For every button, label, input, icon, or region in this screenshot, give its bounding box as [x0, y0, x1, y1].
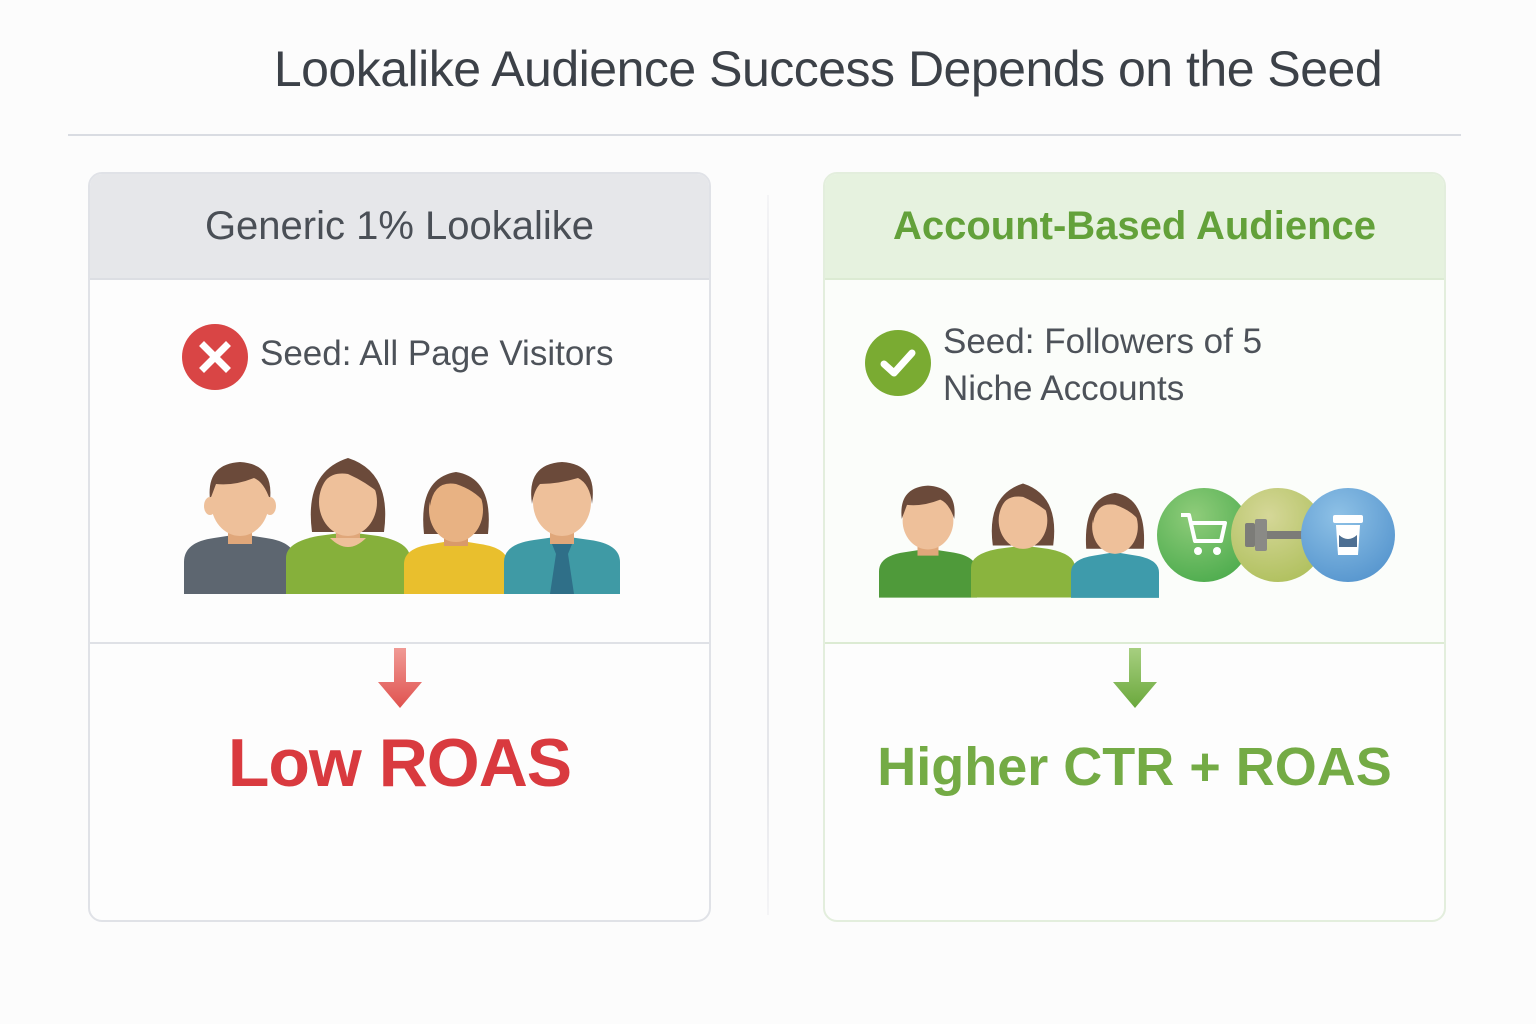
person-icon [971, 483, 1075, 598]
center-divider [767, 195, 769, 915]
seed-label-line2: Niche Accounts [943, 369, 1185, 408]
seed-row: Seed: Followers of 5 Niche Accounts [865, 322, 1262, 412]
person-icon [184, 462, 296, 594]
seed-label: Seed: All Page Visitors [260, 334, 614, 373]
arrow-down-icon [377, 648, 422, 708]
arrow-down-icon [1112, 648, 1157, 708]
page-title: Lookalike Audience Success Depends on th… [273, 41, 1383, 97]
person-icon [404, 472, 508, 594]
x-circle-icon [182, 324, 248, 390]
people-group [184, 452, 620, 594]
seed-section: Seed: Followers of 5 Niche Accounts [825, 280, 1444, 644]
seed-row: Seed: All Page Visitors [182, 324, 613, 390]
person-icon [879, 485, 977, 598]
outcome-section: Higher CTR + ROAS [825, 644, 1444, 920]
coffee-cup-icon [1301, 488, 1395, 582]
outcome-label: Low ROAS [227, 725, 572, 801]
people-group [879, 478, 1159, 598]
person-icon [504, 462, 620, 594]
generic-lookalike-card: Generic 1% Lookalike Seed: All Page Visi… [88, 172, 711, 922]
person-icon [1071, 492, 1159, 598]
seed-label-line1: Seed: Followers of 5 [943, 322, 1263, 361]
card-header: Generic 1% Lookalike [90, 174, 709, 280]
outcome-label: Higher CTR + ROAS [877, 737, 1392, 797]
outcome-section: Low ROAS [90, 644, 709, 920]
seed-section: Seed: All Page Visitors [90, 280, 709, 644]
seed-label: Seed: Followers of 5 Niche Accounts [943, 318, 1262, 412]
account-based-audience-card: Account-Based Audience Seed: Followers o… [823, 172, 1446, 922]
card-header: Account-Based Audience [825, 174, 1444, 280]
check-circle-icon [865, 330, 931, 396]
title-divider [68, 134, 1461, 136]
niche-account-icons [1157, 488, 1397, 583]
person-icon [286, 458, 410, 594]
